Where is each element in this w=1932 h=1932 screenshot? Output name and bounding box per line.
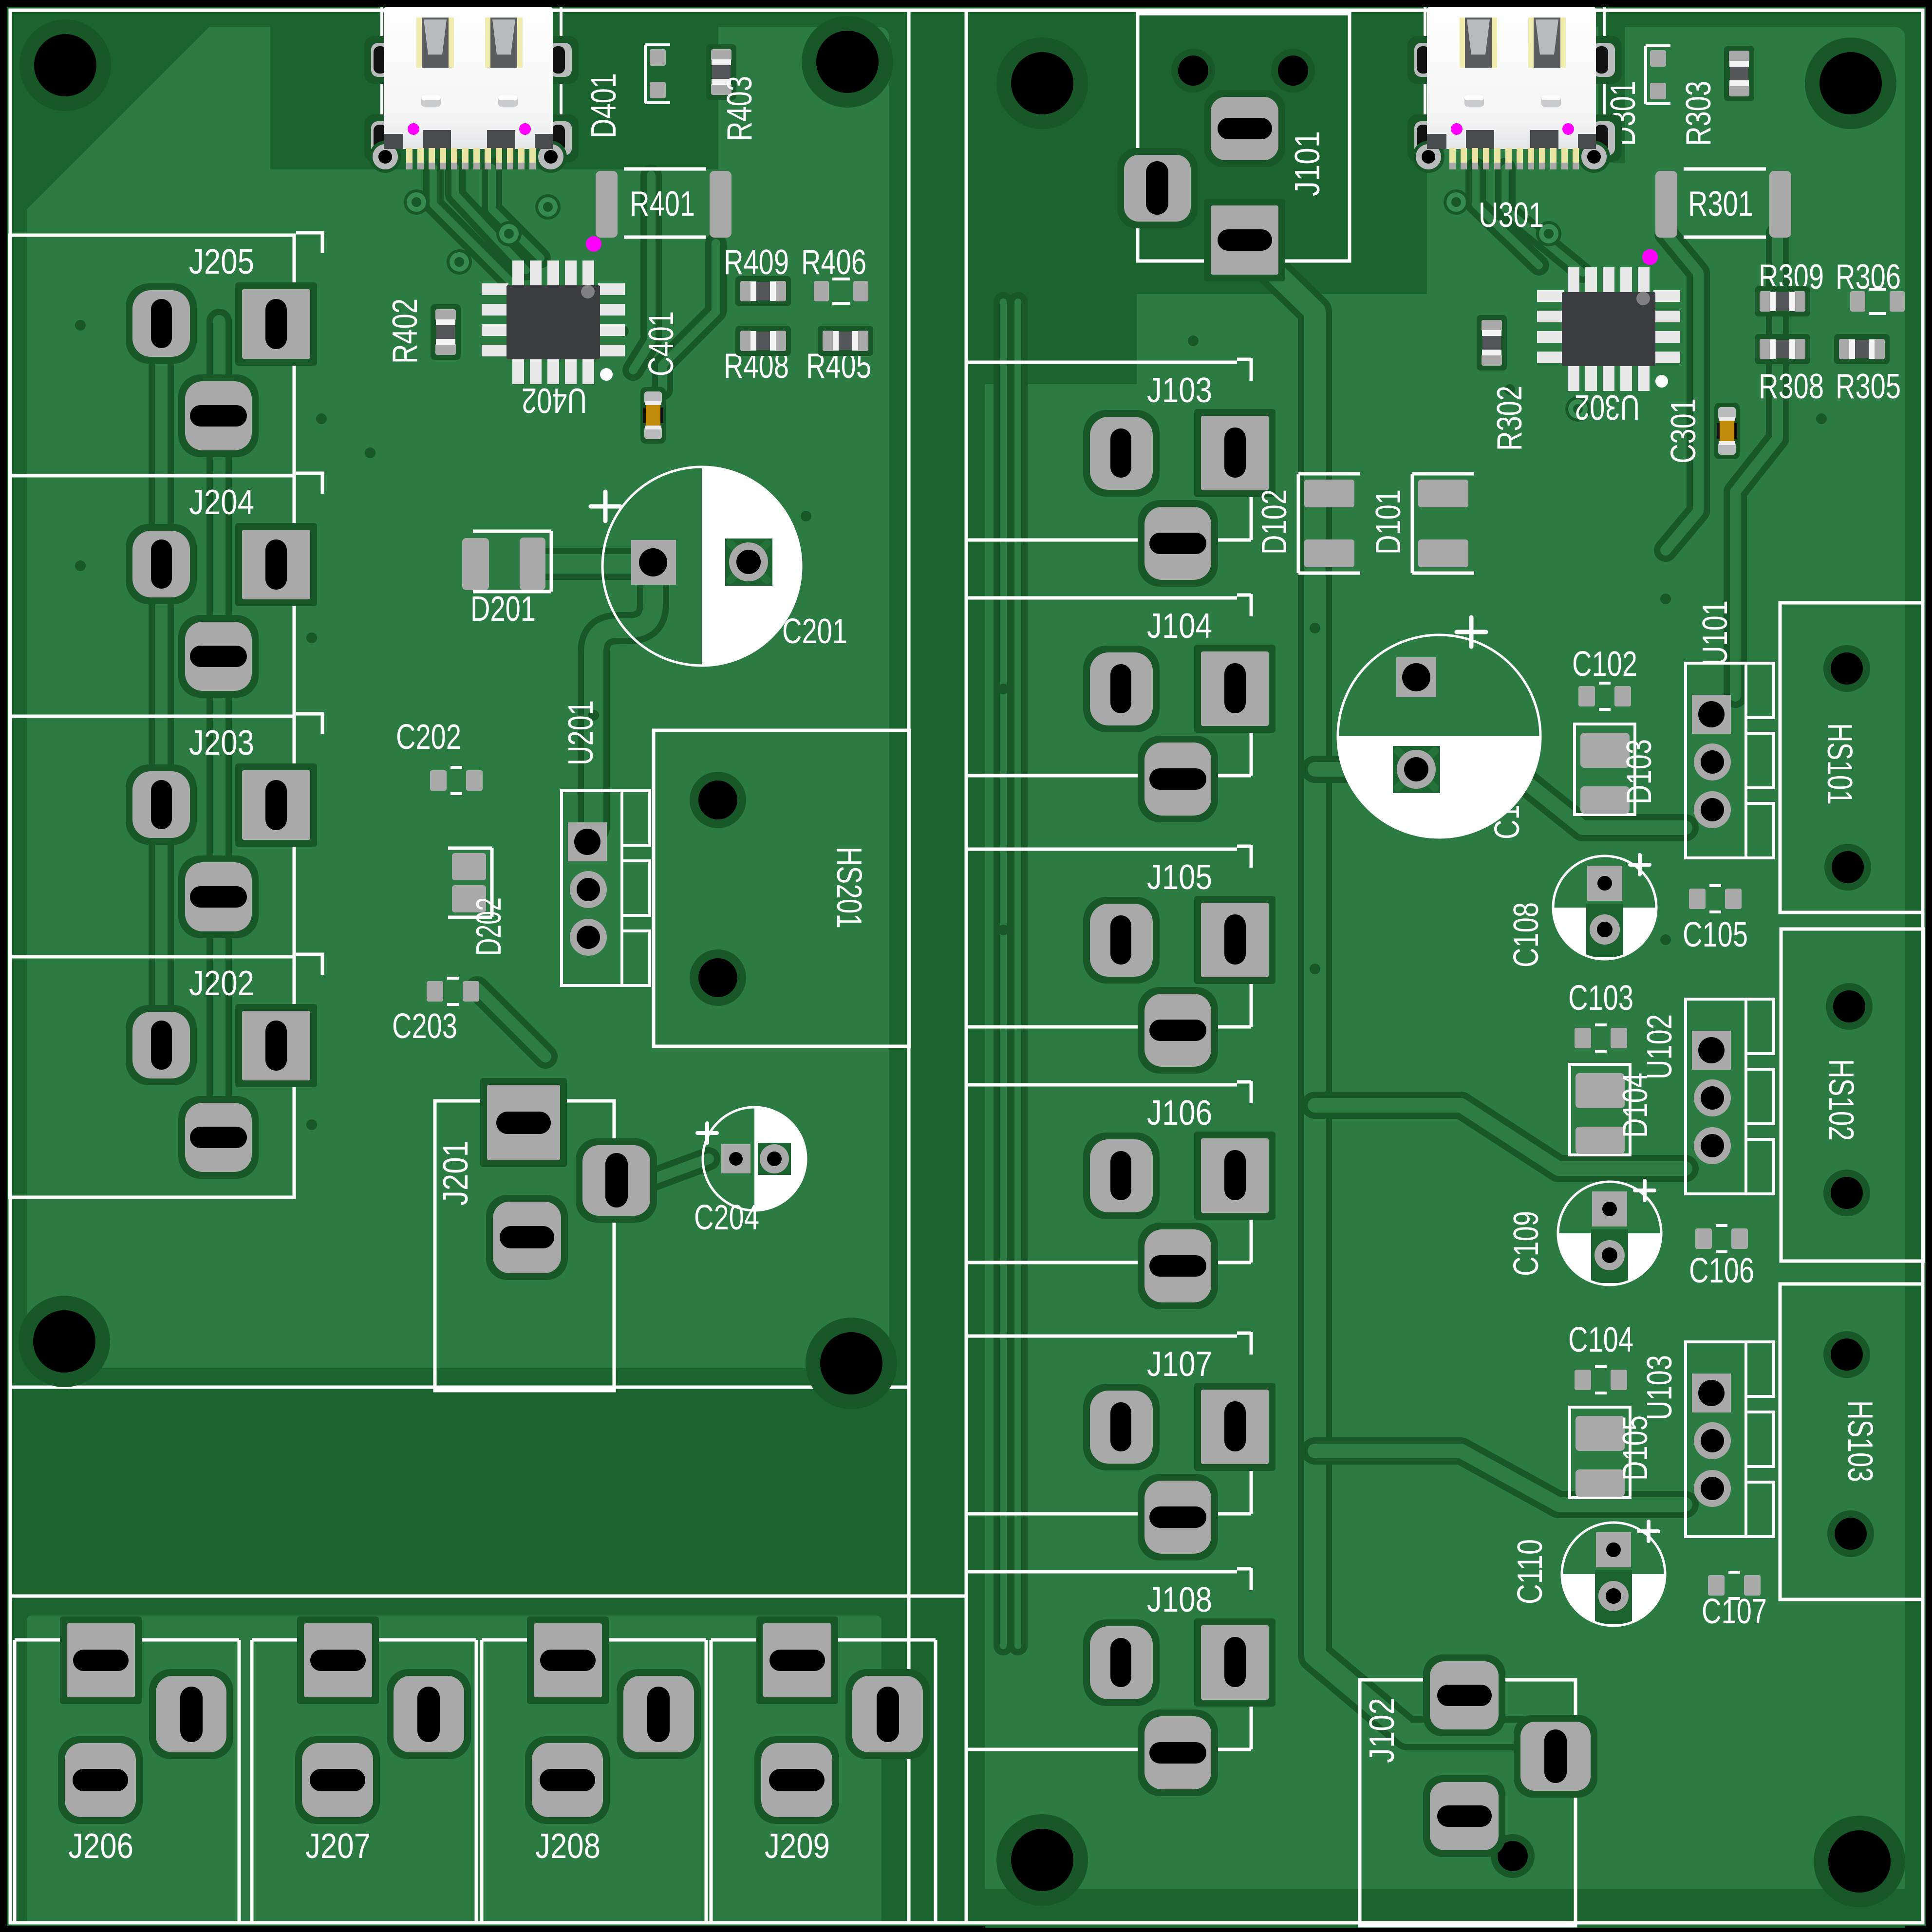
svg-text:R409: R409 (724, 243, 789, 282)
svg-text:C110: C110 (1511, 1539, 1550, 1604)
svg-text:C102: C102 (1572, 645, 1637, 684)
svg-text:R406: R406 (801, 243, 866, 282)
svg-text:C204: C204 (694, 1198, 759, 1237)
svg-text:C109: C109 (1507, 1211, 1546, 1276)
svg-text:J209: J209 (765, 1827, 830, 1866)
svg-text:J204: J204 (189, 483, 254, 522)
svg-text:C105: C105 (1683, 915, 1748, 954)
svg-text:R308: R308 (1759, 367, 1824, 406)
svg-text:C202: C202 (396, 718, 461, 757)
svg-text:D105: D105 (1616, 1415, 1655, 1481)
svg-text:C101: C101 (1488, 774, 1527, 839)
svg-text:R301: R301 (1688, 185, 1753, 223)
svg-text:J103: J103 (1147, 371, 1212, 410)
svg-text:D202: D202 (469, 897, 508, 956)
svg-text:J108: J108 (1147, 1580, 1212, 1619)
svg-text:R401: R401 (630, 185, 695, 223)
svg-text:U102: U102 (1640, 1014, 1679, 1079)
svg-text:J202: J202 (189, 964, 254, 1003)
svg-text:J205: J205 (189, 242, 254, 281)
svg-text:R303: R303 (1679, 81, 1718, 146)
svg-text:J203: J203 (189, 724, 254, 762)
svg-text:J208: J208 (535, 1827, 600, 1866)
svg-text:D103: D103 (1620, 739, 1659, 804)
svg-text:U201: U201 (562, 700, 600, 765)
svg-text:R306: R306 (1836, 258, 1901, 297)
svg-text:HS201: HS201 (829, 847, 868, 929)
svg-text:J207: J207 (305, 1827, 371, 1866)
svg-text:R402: R402 (386, 298, 425, 364)
svg-text:C401: C401 (642, 311, 681, 376)
svg-text:J104: J104 (1147, 607, 1212, 646)
svg-text:J107: J107 (1147, 1345, 1212, 1384)
svg-text:D201: D201 (470, 590, 536, 629)
svg-text:U301: U301 (1479, 196, 1544, 235)
svg-text:U103: U103 (1640, 1355, 1679, 1420)
svg-text:R305: R305 (1836, 367, 1901, 406)
svg-text:C106: C106 (1689, 1251, 1754, 1290)
svg-text:J101: J101 (1288, 131, 1327, 196)
svg-text:C108: C108 (1507, 902, 1546, 967)
svg-text:U101: U101 (1696, 600, 1735, 666)
svg-text:C107: C107 (1702, 1592, 1767, 1631)
svg-text:J201: J201 (436, 1140, 475, 1206)
svg-text:C104: C104 (1568, 1320, 1633, 1359)
svg-text:HS101: HS101 (1820, 723, 1859, 805)
svg-text:D102: D102 (1255, 489, 1294, 555)
svg-text:J106: J106 (1147, 1094, 1212, 1133)
svg-text:HS102: HS102 (1821, 1059, 1860, 1141)
svg-text:J102: J102 (1363, 1698, 1402, 1763)
svg-text:C301: C301 (1664, 398, 1703, 464)
svg-text:J105: J105 (1147, 858, 1212, 897)
svg-text:C103: C103 (1568, 979, 1633, 1018)
svg-text:J206: J206 (68, 1827, 133, 1866)
svg-text:U402: U402 (522, 381, 587, 420)
svg-text:D104: D104 (1616, 1073, 1655, 1138)
svg-text:U302: U302 (1575, 388, 1640, 427)
svg-text:C203: C203 (392, 1007, 457, 1046)
svg-text:D401: D401 (584, 73, 623, 138)
svg-text:R403: R403 (720, 76, 759, 141)
svg-text:HS103: HS103 (1840, 1400, 1879, 1482)
svg-text:R302: R302 (1490, 386, 1529, 451)
svg-text:C201: C201 (782, 612, 847, 651)
svg-text:D101: D101 (1369, 489, 1408, 555)
